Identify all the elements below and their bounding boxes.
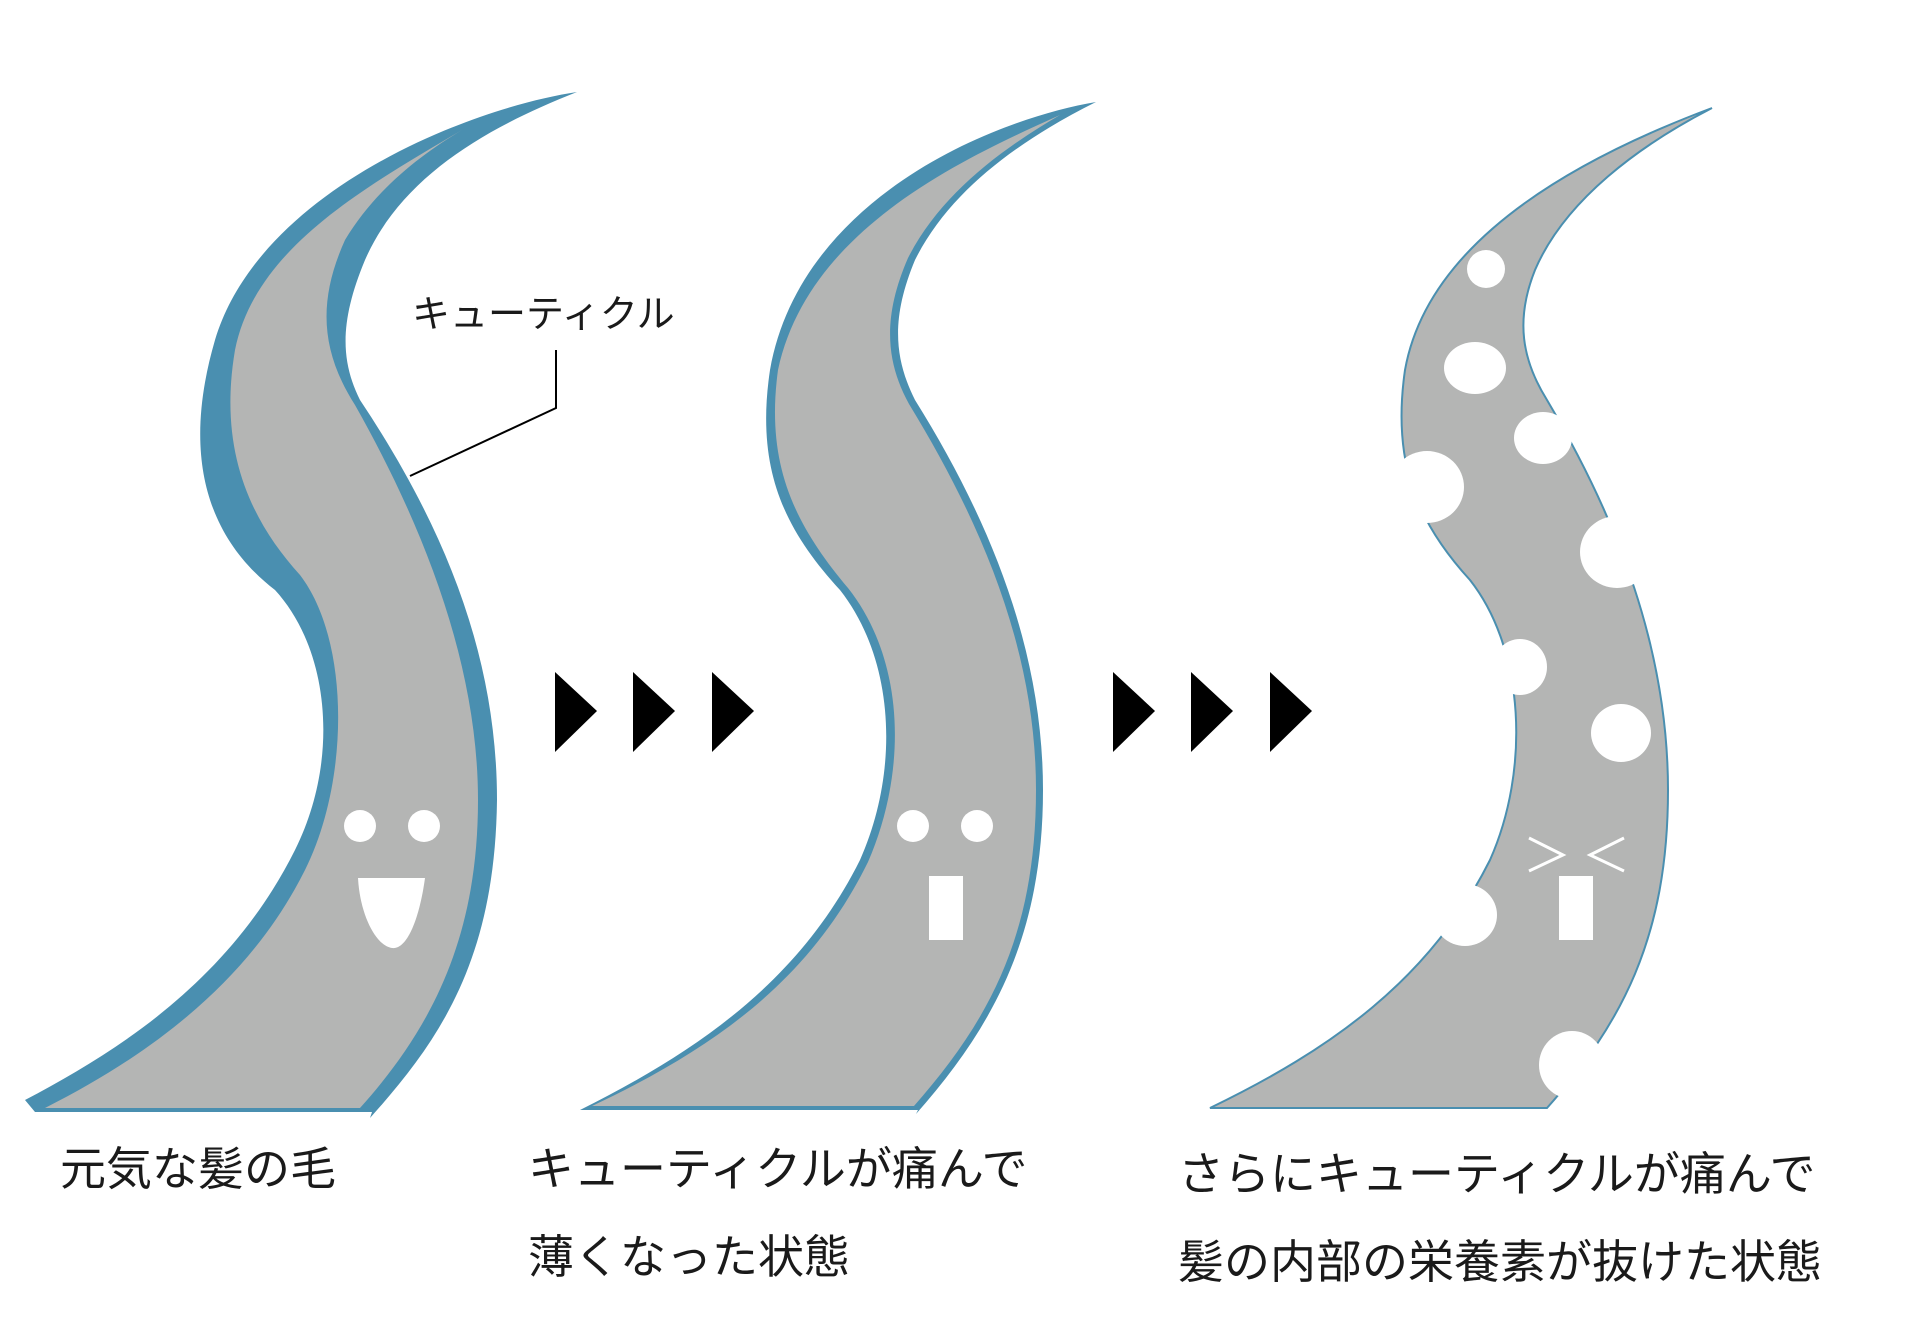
arrow-right-icon — [1113, 672, 1155, 752]
left-eye — [897, 810, 929, 842]
hair-core — [45, 130, 478, 1108]
arrow-right-icon — [1191, 672, 1233, 752]
right-eye — [961, 810, 993, 842]
face-smile — [344, 810, 440, 949]
cuticle-callout: キューティクル — [409, 292, 675, 477]
caption-damaged-hair: さらにキューティクルが痛んで 髪の内部の栄養素が抜けた状態 — [1178, 1130, 1822, 1306]
progression-arrows-1 — [555, 672, 754, 752]
hair-strand-healthy — [25, 92, 577, 1118]
hole — [1539, 1031, 1605, 1099]
callout-label: キューティクル — [412, 292, 675, 336]
hole — [1444, 342, 1506, 394]
arrow-right-icon — [633, 672, 675, 752]
callout-leader-line — [409, 350, 557, 477]
hole — [1433, 884, 1497, 946]
right-eye — [408, 810, 440, 842]
hair-strand-damaged — [1209, 107, 1713, 1109]
squinting-right-eye — [1586, 836, 1625, 873]
face-surprised — [897, 810, 993, 940]
squinting-left-eye — [1528, 836, 1567, 873]
open-mouth — [929, 876, 963, 940]
arrow-right-icon — [1270, 672, 1312, 752]
hole — [1580, 516, 1654, 588]
caption-line: さらにキューティクルが痛んで — [1178, 1147, 1816, 1201]
left-eye — [344, 810, 376, 842]
caption-line: キューティクルが痛んで — [528, 1142, 1028, 1196]
hair-strand-thin-cuticle — [580, 102, 1096, 1114]
caption-line: 薄くなった状態 — [528, 1230, 850, 1284]
arrow-right-icon — [555, 672, 597, 752]
caption-line: 髪の内部の栄養素が抜けた状態 — [1178, 1235, 1822, 1289]
hole — [1591, 704, 1651, 762]
hole — [1467, 250, 1505, 288]
caption-line: 元気な髪の毛 — [60, 1142, 336, 1196]
caption-thin-cuticle: キューティクルが痛んで 薄くなった状態 — [528, 1125, 1028, 1301]
hair-core-damaged — [1209, 107, 1713, 1109]
arrow-right-icon — [712, 672, 754, 752]
progression-arrows-2 — [1113, 672, 1312, 752]
caption-healthy-hair: 元気な髪の毛 — [60, 1125, 336, 1213]
hole — [1514, 412, 1572, 464]
smiling-mouth — [358, 878, 425, 949]
open-mouth — [1559, 876, 1593, 940]
hole — [1493, 639, 1547, 695]
nutrient-loss-holes — [1390, 250, 1654, 1099]
face-pained — [1528, 836, 1625, 940]
hole — [1390, 451, 1464, 523]
hair-core — [592, 115, 1060, 1106]
